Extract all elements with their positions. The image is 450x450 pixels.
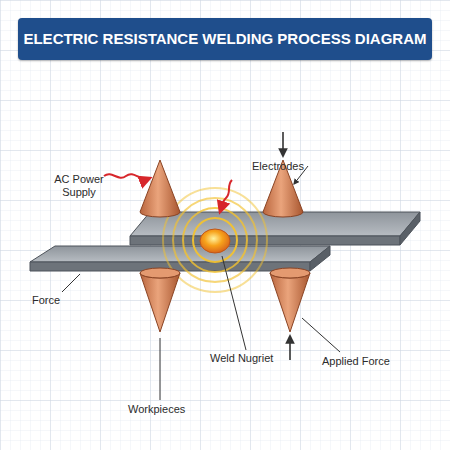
title: ELECTRIC RESISTANCE WELDING PROCESS DIAG… — [18, 18, 432, 60]
leader-lines — [62, 166, 340, 400]
part-label: Applied Force — [322, 355, 390, 368]
force-arrow — [289, 336, 291, 360]
bottom-right-electrode — [270, 268, 310, 332]
part-label: Workpieces — [128, 403, 185, 416]
current-arrow — [220, 180, 232, 212]
title-banner: ELECTRIC RESISTANCE WELDING PROCESS DIAG… — [18, 18, 432, 60]
part-label: AC Power Supply — [52, 173, 106, 199]
force-arrow — [282, 132, 284, 156]
top-left-electrode — [140, 160, 180, 217]
current-arrow — [104, 174, 150, 179]
bottom-left-electrode — [140, 268, 180, 332]
weld-nugget — [200, 229, 230, 253]
part-label: Electrodes — [252, 160, 304, 173]
part-label: Weld Nugriet — [210, 352, 273, 365]
lower-workpiece — [30, 246, 330, 271]
part-label: Force — [32, 294, 60, 307]
